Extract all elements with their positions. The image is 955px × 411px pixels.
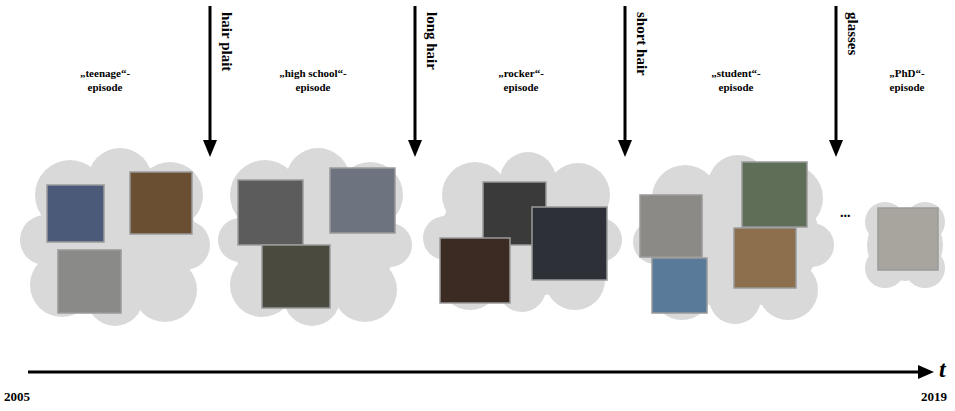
change-label: hair plait	[218, 12, 236, 71]
episode-label: „PhD“- episode	[880, 66, 935, 94]
change-label: glasses	[844, 12, 862, 55]
axis-label: t	[939, 356, 946, 382]
photos	[47, 162, 938, 313]
change-arrows	[210, 6, 836, 142]
year-label: 2005	[4, 390, 30, 404]
ellipsis-mark: ...	[840, 206, 851, 220]
episode-label: „student“- episode	[704, 66, 769, 94]
arrow-heads	[203, 140, 843, 157]
episode-label: „rocker“- episode	[491, 66, 551, 94]
episode-label: „high school“- episode	[271, 66, 356, 94]
episode-label: „teenage“- episode	[70, 66, 140, 94]
time-axis	[28, 365, 934, 379]
change-label: long hair	[423, 12, 441, 70]
year-label: 2019	[921, 390, 947, 404]
episode-clouds	[20, 148, 945, 326]
change-label: short hair	[633, 12, 651, 76]
